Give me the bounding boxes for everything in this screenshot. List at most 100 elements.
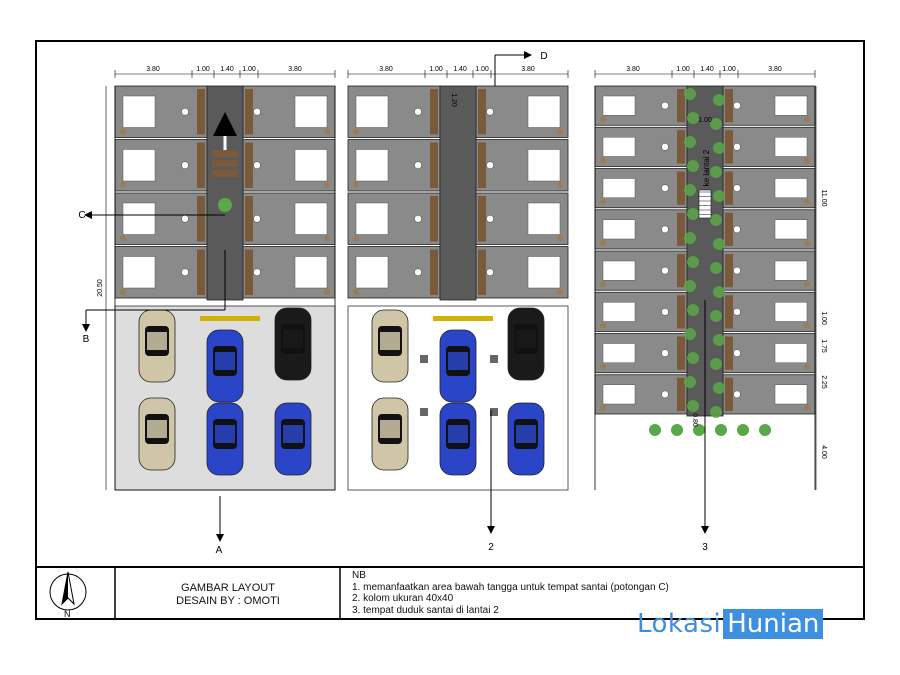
chair [324,289,330,295]
wardrobe [725,89,733,123]
tree-icon [684,232,696,244]
chair [804,363,810,370]
bed [122,256,156,289]
bed [774,219,808,240]
dimension-label: 3.80 [521,66,535,73]
car-roof [283,330,303,348]
car-roof [215,425,235,443]
bed [294,202,328,235]
wardrobe [725,212,733,246]
chair [120,235,126,242]
dimension-label: 0.80 [691,413,698,427]
chair [600,198,606,205]
tree-icon [759,424,771,436]
sheet-border [35,40,865,620]
staircase [698,189,712,219]
notes-block: NB 1. memanfaatkan area bawah tangga unt… [352,570,669,616]
parking-sign [433,316,493,321]
wardrobe [725,377,733,411]
toilet [181,215,189,223]
tree-icon [684,88,696,100]
column [490,408,498,416]
title-line-2: DESAIN BY : OMOTI [176,595,280,607]
bed [122,95,156,128]
bed [122,149,156,182]
tree-icon [710,310,722,322]
bed [774,384,808,405]
note-3: 3. tempat duduk santai di lantai 2 [352,604,499,616]
dimension-label: 1.00 [196,66,210,73]
tree-icon [684,184,696,196]
wardrobe [677,336,685,370]
toilet [486,268,494,276]
stair-note: ke lantai 2 [702,149,711,186]
dimension-label: 4.00 [820,445,827,459]
car [507,402,545,476]
dimension-label: 3.80 [768,66,782,73]
wardrobe [197,249,205,295]
dimension-label: 3.80 [288,66,302,73]
chair [324,182,330,188]
dimension-label: 1.00 [242,66,256,73]
tree-icon [687,208,699,220]
bed [294,95,328,128]
bed [355,149,389,182]
chair [557,235,563,242]
dimension-label: 1.00 [722,66,736,73]
wardrobe [725,254,733,288]
car-roof [380,420,400,438]
tree-icon [710,166,722,178]
chair [600,405,606,411]
note-2: 2. kolom ukuran 40x40 [352,593,454,604]
dimension-label: 20.50 [97,279,104,297]
wardrobe [677,171,685,205]
wardrobe [430,89,438,135]
chair [324,235,330,242]
bed [527,202,561,235]
tree-icon [684,280,696,292]
bed [774,178,808,198]
car [439,402,477,476]
bed [355,95,389,128]
chair [804,322,810,329]
car [274,402,312,476]
chair [600,116,606,123]
wardrobe [430,249,438,295]
dimension-label: 1.00 [475,66,489,73]
column [490,355,498,363]
wardrobe [725,336,733,370]
chair [804,405,810,411]
chair [600,281,606,288]
note-1: 1. memanfaatkan area bawah tangga untuk … [352,581,669,593]
car [206,329,244,403]
chair [804,198,810,205]
wardrobe [677,89,685,123]
tree-icon [713,94,725,106]
bed [774,137,808,157]
section-label-b: B [83,334,90,345]
chair [120,182,126,188]
tree-icon [713,190,725,202]
toilet [661,101,669,110]
chair [804,116,810,123]
tree-icon [713,382,725,394]
section-label-3: 3 [702,542,708,553]
title-block: GAMBAR LAYOUT DESAIN BY : OMOTI [118,582,338,608]
bed [355,202,389,235]
toilet [486,215,494,223]
north-label: N [64,609,71,619]
tree-icon [710,406,722,418]
wardrobe [478,196,486,242]
wardrobe [725,130,733,164]
chair [120,289,126,295]
toilet [733,184,741,192]
wardrobe [245,249,253,295]
toilet [414,268,422,276]
car [206,402,244,476]
toilet [253,215,261,223]
section-label-d: D [540,51,547,62]
wardrobe [677,254,685,288]
wardrobe [197,142,205,188]
tree-icon [710,262,722,274]
